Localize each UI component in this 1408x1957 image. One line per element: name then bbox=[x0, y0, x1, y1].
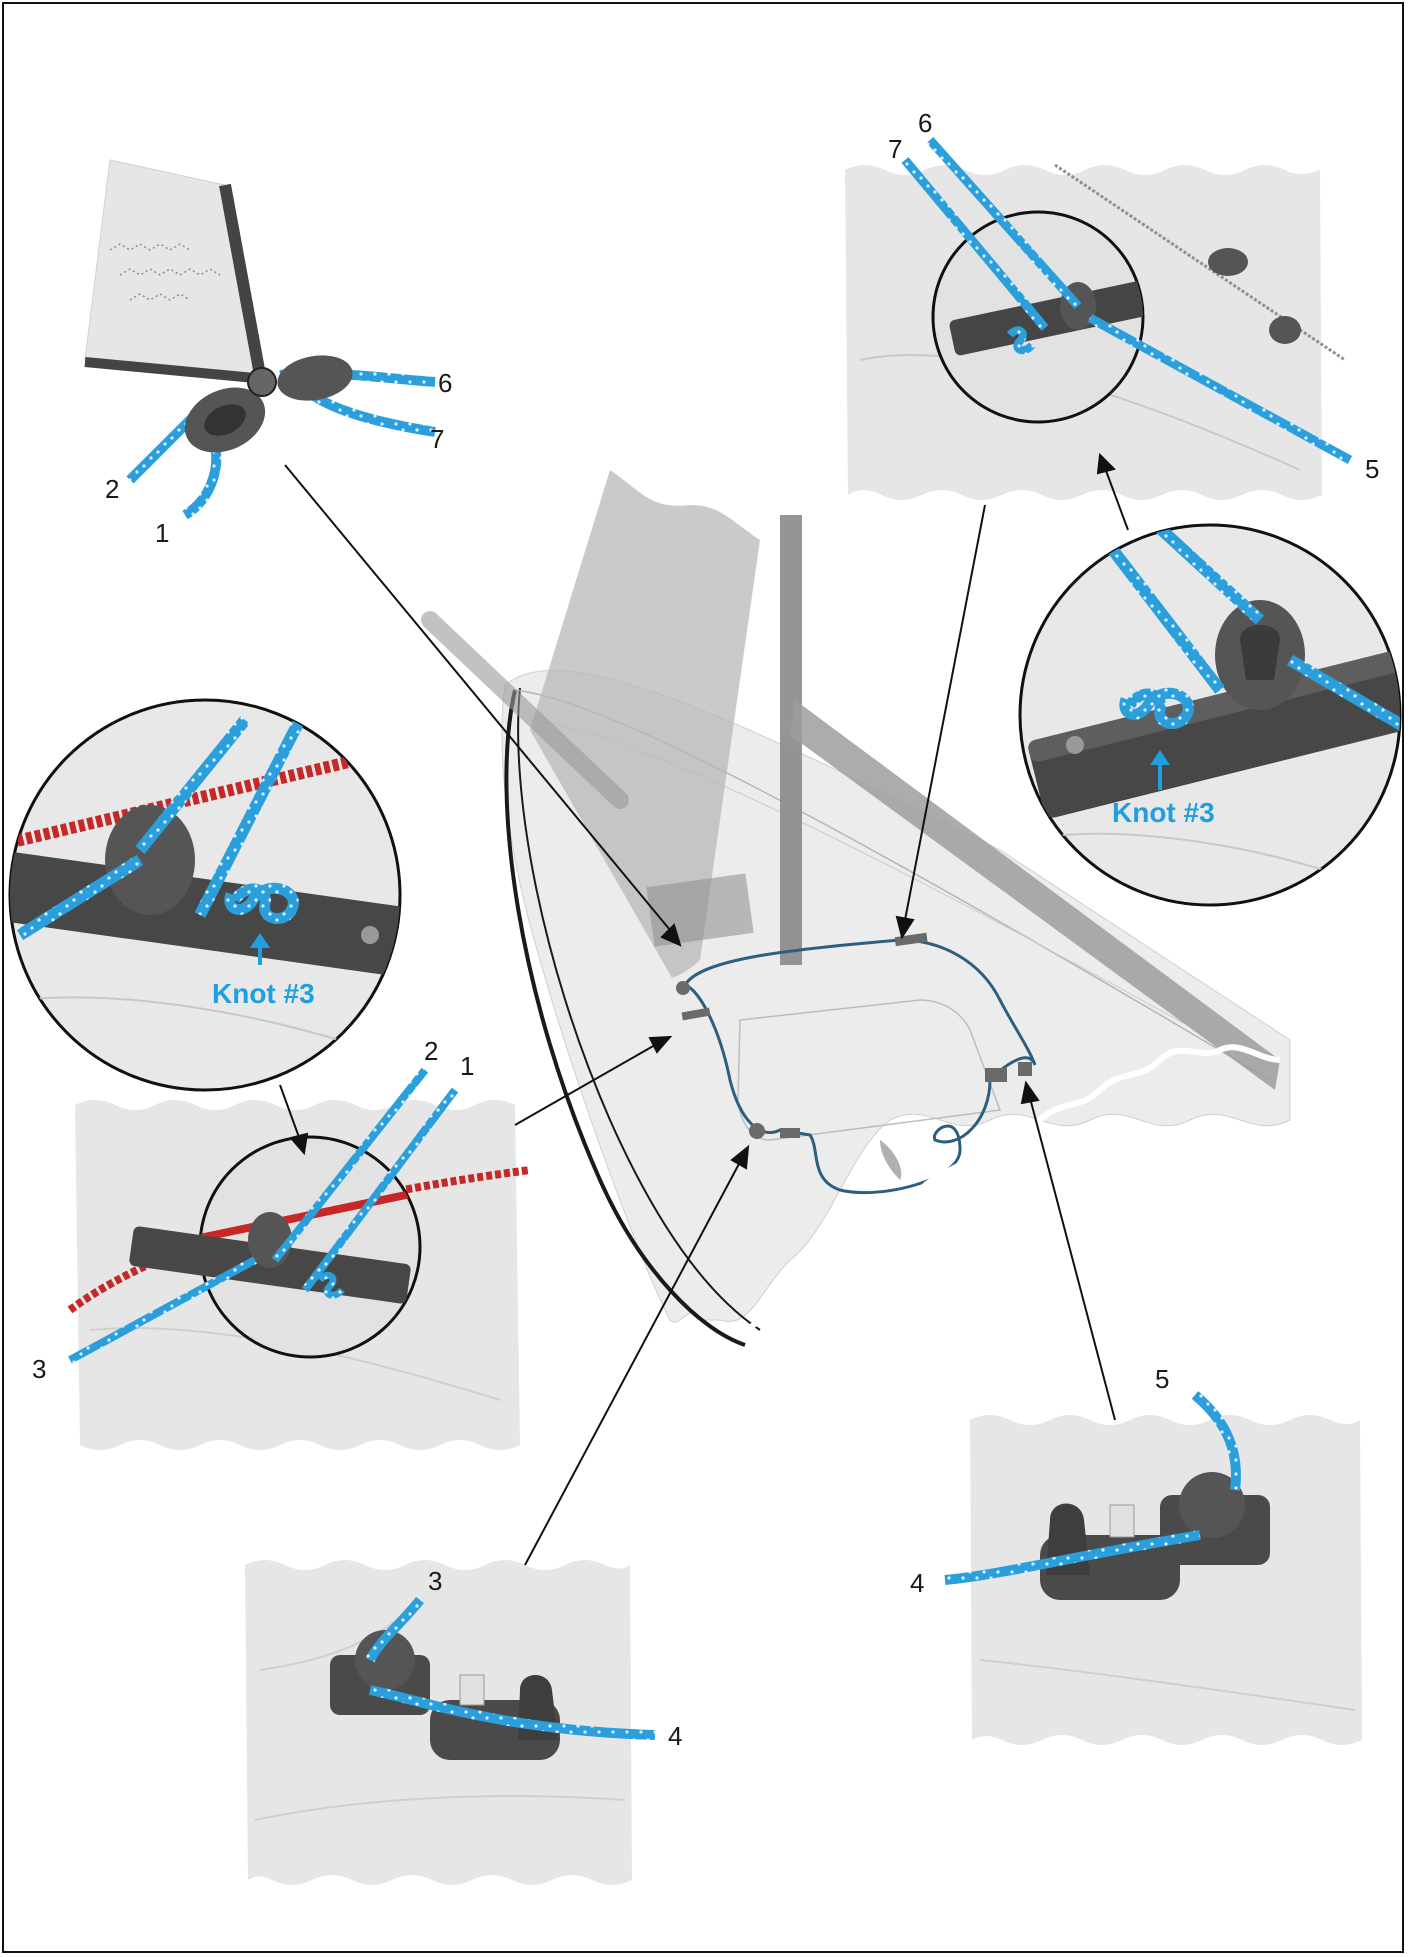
sprit bbox=[421, 611, 629, 809]
figure-eight-knot-left bbox=[224, 882, 299, 924]
rope-2-ml bbox=[271, 1067, 429, 1263]
callout-left-circle: Knot #3 bbox=[8, 698, 402, 1092]
track bbox=[949, 280, 1143, 356]
label-5-br: 5 bbox=[1155, 1364, 1169, 1394]
leader-top-right bbox=[904, 504, 986, 921]
arrow-top-right bbox=[895, 915, 915, 940]
rope-6-top-right bbox=[926, 137, 1082, 309]
label-6: 6 bbox=[438, 368, 452, 398]
label-7-tr: 7 bbox=[888, 134, 902, 164]
block-sheave bbox=[204, 404, 246, 436]
arrow-bottom-left bbox=[730, 1144, 750, 1170]
label-3-ml: 3 bbox=[32, 1354, 46, 1384]
rope-c-left bbox=[16, 854, 144, 941]
leader-right-circle bbox=[1104, 467, 1129, 531]
hull-outer-edge bbox=[504, 689, 746, 1347]
rope-4-br bbox=[944, 1530, 1201, 1585]
sail-corner-panel bbox=[84, 159, 261, 376]
label-1-ml: 1 bbox=[460, 1051, 474, 1081]
knot-arrow-head bbox=[1150, 750, 1170, 765]
arrow-left-circle bbox=[289, 1132, 309, 1156]
knot-mini bbox=[1006, 326, 1036, 355]
arrow-bottom-right bbox=[1020, 1080, 1040, 1105]
arrow-top-left bbox=[660, 923, 682, 947]
sail bbox=[530, 470, 760, 978]
rope-3-bl bbox=[365, 1596, 424, 1663]
leader-lines bbox=[279, 452, 1129, 1566]
leader-top-left bbox=[284, 464, 671, 931]
hook-fitting-2 bbox=[1269, 316, 1301, 344]
label-2-ml: 2 bbox=[424, 1036, 438, 1066]
knot-arrow-head-left bbox=[250, 933, 270, 948]
rope-line-1 bbox=[182, 444, 222, 520]
rope-3-ml bbox=[68, 1256, 257, 1364]
arrow-mid-left bbox=[648, 1035, 673, 1054]
daggerboard-slot bbox=[880, 1140, 902, 1180]
hook-fitting-1 bbox=[1208, 248, 1248, 276]
rope-4-bl bbox=[369, 1685, 656, 1740]
mast bbox=[780, 515, 802, 965]
rope-7-top-right bbox=[901, 157, 1049, 331]
second-block bbox=[277, 355, 353, 401]
knot-label-right: Knot #3 bbox=[1112, 797, 1215, 828]
label-5-tr: 5 bbox=[1365, 454, 1379, 484]
deck-line-bl bbox=[254, 1795, 626, 1821]
callout-mid-left: 2 1 3 bbox=[32, 1036, 531, 1450]
boat-wavy-edge bbox=[737, 1044, 1281, 1342]
sail-luff-tape bbox=[219, 183, 266, 377]
callout-right-circle: Knot #3 bbox=[1018, 523, 1402, 907]
hull-inner-edge bbox=[517, 687, 761, 1331]
fairlead-br bbox=[1109, 1504, 1135, 1538]
callout-bottom-right: 5 4 bbox=[910, 1364, 1362, 1745]
block-cheek bbox=[1240, 625, 1280, 680]
block-sheave-br bbox=[1179, 1472, 1245, 1538]
knot-ml bbox=[317, 1271, 345, 1299]
boat-illustration bbox=[421, 470, 1291, 1347]
rope-5-top-right bbox=[1087, 314, 1353, 464]
block-left bbox=[105, 805, 195, 915]
arrow-right-circle bbox=[1096, 452, 1116, 475]
deck-line-br bbox=[979, 1659, 1356, 1711]
label-4-br: 4 bbox=[910, 1568, 924, 1598]
label-4-bl: 4 bbox=[668, 1721, 682, 1751]
leader-mid-left bbox=[514, 1044, 656, 1126]
leader-bottom-left bbox=[524, 1161, 741, 1566]
rope-1-ml bbox=[301, 1087, 459, 1293]
track-top-face bbox=[1028, 642, 1400, 762]
callout-tack-block: 6 7 2 1 bbox=[84, 159, 452, 548]
label-2: 2 bbox=[105, 474, 119, 504]
label-6-tr: 6 bbox=[918, 108, 932, 138]
tack-ring bbox=[247, 367, 277, 397]
hardware-marks bbox=[676, 932, 1032, 1139]
fairlead-bl bbox=[459, 1674, 485, 1706]
knot-label-left: Knot #3 bbox=[212, 978, 315, 1009]
sail-foot-tape bbox=[84, 357, 256, 383]
boom bbox=[790, 700, 1280, 1090]
rope-b-left bbox=[135, 716, 250, 854]
screw bbox=[1066, 736, 1084, 754]
leader-left-circle bbox=[279, 1084, 301, 1141]
label-3-bl: 3 bbox=[428, 1566, 442, 1596]
block-sheave-bl bbox=[355, 1630, 415, 1690]
callout-bottom-left: 3 4 bbox=[245, 1560, 682, 1885]
label-7: 7 bbox=[430, 424, 444, 454]
rope-a-left bbox=[194, 700, 316, 918]
screw-left bbox=[361, 926, 379, 944]
figure-eight-knot bbox=[1119, 687, 1194, 729]
rope-c-zoom bbox=[1286, 654, 1400, 736]
leader-bottom-right bbox=[1029, 1097, 1116, 1421]
rope-5-br bbox=[1191, 1391, 1241, 1491]
label-1: 1 bbox=[155, 518, 169, 548]
control-line-system bbox=[683, 938, 1037, 1195]
sail-stitching bbox=[109, 243, 221, 301]
callout-top-right: 6 7 5 bbox=[845, 108, 1379, 500]
